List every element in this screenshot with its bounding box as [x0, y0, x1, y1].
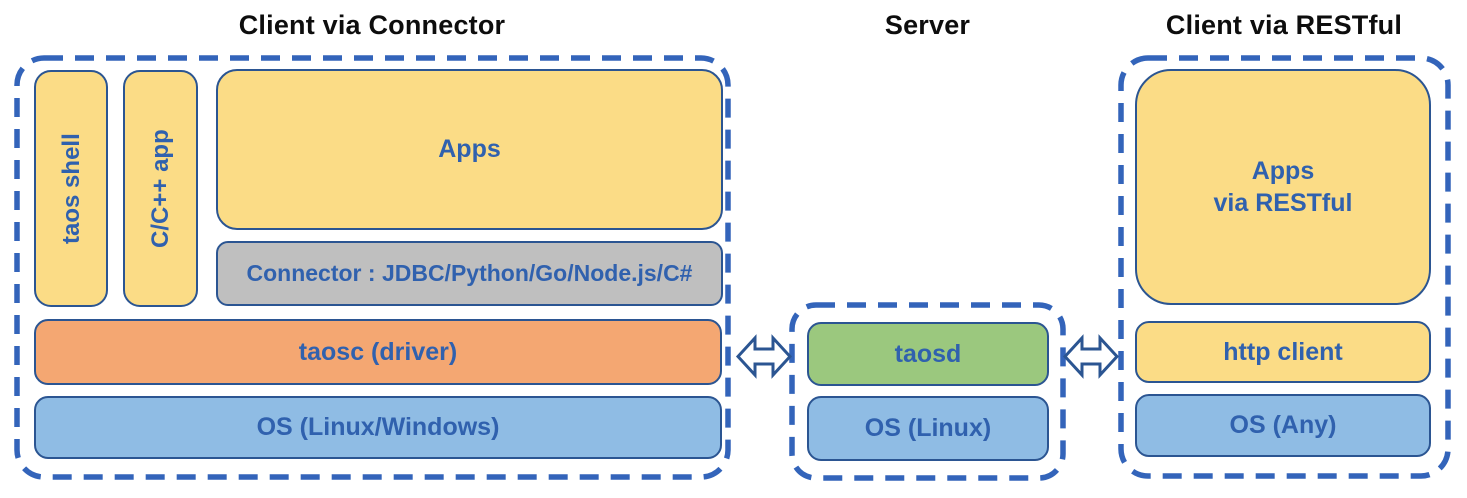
section-title-server: Server: [884, 10, 971, 40]
http-client-label: http client: [1223, 337, 1343, 366]
taosc-driver-box: taosc (driver): [34, 319, 722, 385]
os-any-label: OS (Any): [1229, 411, 1337, 440]
connector-box: Connector : JDBC/Python/Go/Node.js/C#: [216, 241, 723, 306]
cpp-app-label: C/C++ app: [146, 129, 174, 248]
http-client-box: http client: [1135, 321, 1431, 383]
apps-box: Apps: [216, 69, 723, 230]
server-section-outline: [789, 302, 1066, 481]
os-linux-label: OS (Linux): [864, 414, 992, 443]
bidirectional-arrow-icon: [735, 334, 793, 379]
connector-label: Connector : JDBC/Python/Go/Node.js/C#: [246, 259, 693, 286]
client-connector-section-outline: [14, 55, 731, 480]
taos-shell-box: taos shell: [34, 70, 108, 307]
os-linux-box: OS (Linux): [807, 396, 1049, 461]
taosd-box: taosd: [807, 322, 1049, 386]
taosc-driver-label: taosc (driver): [298, 337, 458, 366]
section-title-client-via-restful: Client via RESTful: [1165, 10, 1403, 40]
apps-label: Apps: [438, 135, 501, 164]
taosd-label: taosd: [894, 339, 962, 368]
os-linux-windows-label: OS (Linux/Windows): [256, 413, 500, 442]
os-any-box: OS (Any): [1135, 394, 1431, 457]
section-title-client-via-connector: Client via Connector: [238, 10, 506, 40]
cpp-app-box: C/C++ app: [123, 70, 198, 307]
apps-via-restful-label: Apps via RESTful: [1213, 156, 1353, 218]
client-restful-section-outline: [1118, 55, 1451, 479]
apps-via-restful-box: Apps via RESTful: [1135, 69, 1431, 305]
os-linux-windows-box: OS (Linux/Windows): [34, 396, 722, 459]
taos-shell-label: taos shell: [57, 133, 85, 244]
bidirectional-arrow-icon: [1062, 334, 1120, 379]
